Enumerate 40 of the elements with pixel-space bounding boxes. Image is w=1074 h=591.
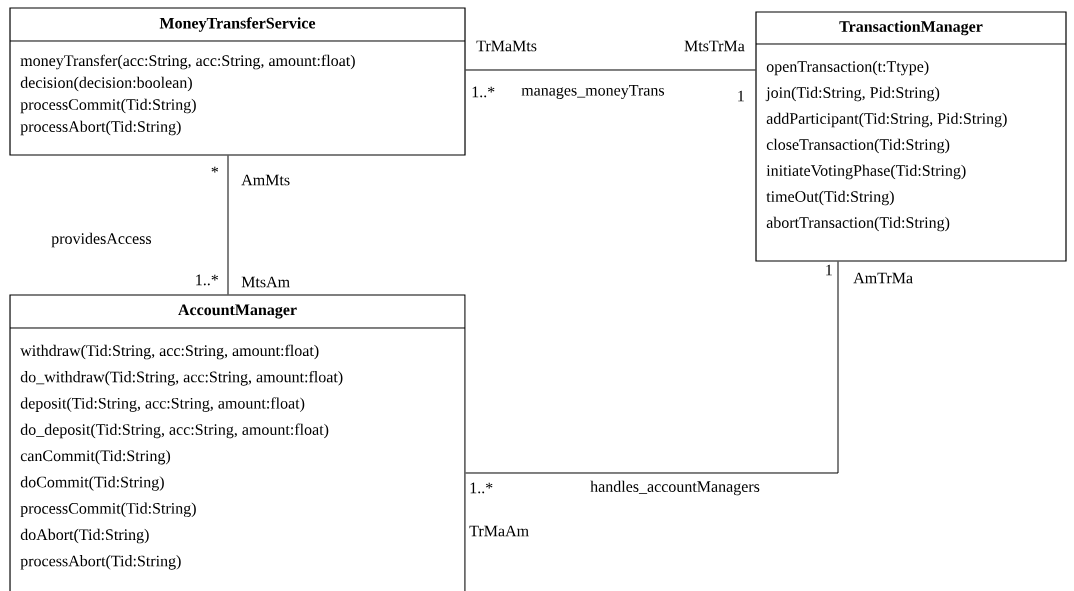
role-label: * [211, 166, 219, 173]
role-label: 1..* [470, 482, 493, 494]
role-label: AmTrMa [853, 272, 913, 284]
role-label: 1..* [472, 86, 495, 98]
class-name: TransactionManager [839, 20, 983, 36]
method-text: processCommit(Tid:String) [20, 502, 196, 518]
method-text: openTransaction(t:Ttype) [766, 60, 929, 76]
method-text: canCommit(Tid:String) [20, 449, 171, 465]
role-label: 1 [826, 264, 832, 276]
method-text: processCommit(Tid:String) [20, 98, 196, 114]
role-label: MtsAm [241, 276, 290, 288]
method-text: join(Tid:String, Pid:String) [765, 86, 940, 102]
method-text: decision(decision:boolean) [20, 76, 192, 92]
association-name: handles_accountManagers [590, 480, 760, 496]
method-text: do_deposit(Tid:String, acc:String, amount:float) [20, 423, 329, 439]
class-box [755, 11, 1067, 262]
method-text: moneyTransfer(acc:String, acc:String, amount:float) [20, 54, 355, 70]
method-text: processAbort(Tid:String) [20, 555, 181, 570]
association-line [465, 69, 756, 71]
method-text: timeOut(Tid:String) [766, 190, 894, 206]
method-text: doCommit(Tid:String) [20, 476, 164, 491]
class-name: AccountManager [178, 304, 297, 319]
method-text: deposit(Tid:String, acc:String, amount:float) [20, 397, 305, 412]
method-text: closeTransaction(Tid:String) [766, 138, 950, 154]
method-text: doAbort(Tid:String) [20, 528, 149, 544]
association-name: manages_moneyTrans [521, 85, 665, 99]
association-name: providesAccess [51, 232, 152, 248]
method-text: addParticipant(Tid:String, Pid:String) [766, 112, 1007, 128]
class-name: MoneyTransferService [159, 17, 316, 32]
method-text: withdraw(Tid:String, acc:String, amount:float) [20, 344, 319, 360]
role-label: AmMts [241, 174, 290, 186]
association-line [227, 155, 229, 295]
method-text: processAbort(Tid:String) [20, 120, 181, 136]
role-label: 1..* [196, 274, 219, 286]
class-box [9, 294, 466, 591]
class-box [9, 7, 466, 156]
association-line [465, 261, 839, 474]
method-text: abortTransaction(Tid:String) [766, 216, 950, 232]
method-text: do_withdraw(Tid:String, acc:String, amount:float) [20, 370, 343, 386]
method-text: initiateVotingPhase(Tid:String) [766, 164, 966, 180]
